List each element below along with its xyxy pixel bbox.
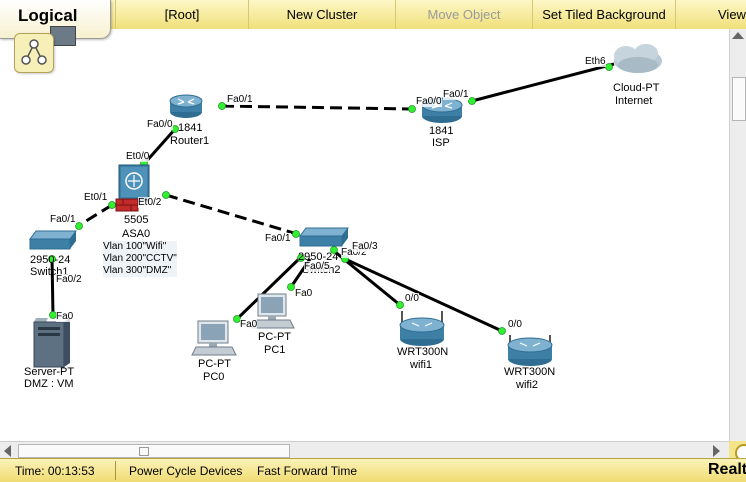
- wifi1-model-label: WRT300N: [397, 346, 449, 358]
- switch1-model-label: 2950-24: [30, 254, 71, 266]
- scroll-up-icon[interactable]: [732, 32, 744, 39]
- link-up-dot: [287, 283, 295, 291]
- pc-icon: [191, 320, 237, 356]
- link-up-dot: [396, 301, 404, 309]
- cloud-name-label: Internet: [615, 95, 653, 107]
- port-label: Fa0/1: [265, 233, 291, 244]
- port-label: Fa0/1: [227, 94, 253, 105]
- server-model-label: Server-PT: [24, 366, 75, 378]
- wifi2-model-label: WRT300N: [504, 366, 556, 378]
- scroll-left-icon[interactable]: [4, 445, 11, 457]
- port-label: 0/0: [405, 293, 419, 304]
- switch-icon: [299, 227, 349, 247]
- vertical-scroll-thumb[interactable]: [732, 77, 746, 121]
- vlan-note-line: Vlan 300"DMZ": [103, 265, 172, 276]
- cloud-icon: [614, 44, 662, 73]
- link-switch2-wifi2: [344, 257, 503, 333]
- workspace-toolbar: [Root] New Cluster Move Object Set Tiled…: [0, 0, 746, 30]
- vlan-note-line: Vlan 200"CCTV": [103, 253, 177, 264]
- set-tiled-background-button[interactable]: Set Tiled Background: [532, 0, 675, 29]
- link-isp-cloud: [471, 62, 615, 103]
- router-icon: [169, 94, 203, 118]
- link-asa-switch1: [77, 203, 113, 228]
- horizontal-scrollbar[interactable]: [0, 441, 729, 459]
- link-up-dot: [48, 255, 56, 263]
- scroll-right-icon[interactable]: [713, 445, 720, 457]
- port-label: Fa0/2: [341, 247, 367, 258]
- link-switch1-server: [50, 256, 55, 317]
- pc1-model-label: PC-PT: [258, 331, 291, 343]
- link-up-dot: [297, 254, 305, 262]
- link-up-dot: [292, 230, 300, 238]
- port-label: Fa0/5: [304, 261, 330, 272]
- pc-icon: [251, 293, 295, 329]
- logical-workspace-canvas[interactable]: 1841 Router1 1841 ISP Cloud-PT Internet …: [0, 29, 729, 442]
- view-button[interactable]: View: [675, 0, 746, 29]
- port-label: Fa0/0: [147, 119, 173, 130]
- link-asa-switch2: [165, 193, 298, 236]
- link-switch2-pc0: [235, 255, 303, 321]
- port-label: Fa0: [56, 311, 74, 322]
- port-label: Fa0/3: [352, 241, 378, 252]
- wifi1-name-label: wifi1: [410, 359, 433, 371]
- wireless-router-icon: [507, 335, 553, 366]
- fast-forward-time-button[interactable]: Fast Forward Time: [257, 464, 358, 478]
- port-label: Eth6: [585, 56, 606, 67]
- power-cycle-devices-button[interactable]: Power Cycle Devices: [129, 464, 243, 478]
- isp-model-label: 1841: [429, 125, 454, 137]
- firewall-icon: [115, 164, 150, 212]
- realtime-mode-tab[interactable]: Realtime: [708, 461, 746, 478]
- horizontal-scroll-thumb[interactable]: [18, 444, 290, 458]
- port-label: Fa0: [240, 319, 258, 330]
- move-object-button[interactable]: Move Object: [395, 0, 532, 29]
- vlan-note-line: Vlan 100"Wifi": [103, 241, 167, 252]
- status-bar: Time: 00:13:53 Power Cycle Devices Fast …: [0, 458, 746, 482]
- link-up-dot: [498, 327, 506, 335]
- port-label: Fa0/1: [50, 214, 76, 225]
- link-up-dot: [162, 191, 170, 199]
- mode-label: Logical: [18, 6, 78, 25]
- corner-clock-icon[interactable]: [729, 441, 746, 462]
- vertical-scrollbar[interactable]: [729, 29, 746, 442]
- link-up-dot: [218, 102, 226, 110]
- pc1-name-label: PC1: [264, 344, 286, 356]
- router1-model-label: 1841: [178, 122, 203, 134]
- asa-model-label: 5505: [124, 214, 149, 226]
- scroll-grip-icon: [139, 447, 149, 456]
- vlan-note[interactable]: Vlan 100"Wifi" Vlan 200"CCTV" Vlan 300"D…: [103, 241, 177, 277]
- port-label: Fa0/1: [443, 89, 469, 100]
- port-label: Fa0/0: [416, 96, 442, 107]
- link-up-dot: [108, 201, 116, 209]
- link-router1-isp: [221, 104, 413, 111]
- link-up-dot: [408, 105, 416, 113]
- new-cluster-button[interactable]: New Cluster: [248, 0, 395, 29]
- server-icon: [33, 318, 70, 368]
- root-button[interactable]: [Root]: [115, 0, 248, 29]
- port-label: 0/0: [508, 319, 522, 330]
- link-up-dot: [75, 222, 83, 230]
- wireless-router-icon: [399, 311, 445, 346]
- port-label: Fa0: [295, 288, 313, 299]
- logical-mode-tab[interactable]: Logical: [0, 0, 111, 46]
- switch-icon: [29, 230, 77, 250]
- pc0-model-label: PC-PT: [198, 358, 231, 370]
- wifi2-name-label: wifi2: [516, 379, 539, 391]
- asa-name-label: ASA0: [122, 228, 151, 240]
- switch2-model-label: 2950-24: [298, 251, 339, 263]
- server-name-label: DMZ : VM: [24, 378, 74, 390]
- isp-name-label: ISP: [432, 137, 450, 149]
- port-label: Et0/0: [126, 151, 150, 162]
- link-up-dot: [468, 97, 476, 105]
- router1-name-label: Router1: [170, 135, 210, 147]
- topology-navigation-icon[interactable]: [14, 33, 54, 73]
- link-up-dot: [605, 63, 613, 71]
- simulation-time: Time: 00:13:53: [15, 464, 95, 478]
- pc0-name-label: PC0: [203, 371, 225, 383]
- port-label: Et0/1: [84, 192, 108, 203]
- port-label: Et0/2: [138, 197, 162, 208]
- cloud-model-label: Cloud-PT: [613, 82, 660, 94]
- port-label: Fa0/2: [56, 274, 82, 285]
- status-divider: [115, 461, 116, 480]
